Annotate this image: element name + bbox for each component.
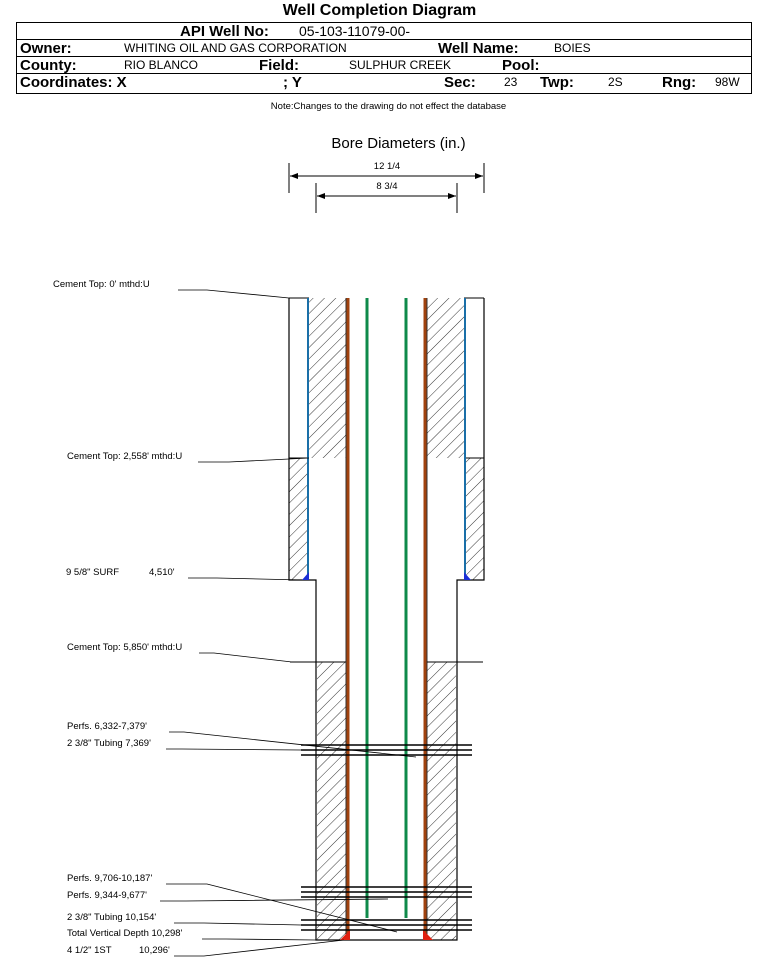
bore-outer-label: 12 1/4: [374, 161, 400, 172]
surface-casing-shoe-right: [464, 572, 471, 580]
cement-fill: [289, 298, 484, 940]
label-production-casing-depth: 10,296': [139, 945, 170, 956]
sec-label: Sec:: [444, 74, 476, 91]
cement-surface-inner-left: [309, 298, 346, 458]
owner-label: Owner:: [20, 40, 72, 57]
bore-dimension-inner: 8 3/4: [315, 181, 458, 213]
header-table: API Well No: 05-103-11079-00- Owner: WHI…: [16, 22, 752, 94]
production-casing-shoe-right: [423, 930, 433, 940]
twp-value: 2S: [608, 75, 623, 89]
cement-production-left: [317, 662, 346, 940]
cement-surface-inner-right: [427, 298, 464, 458]
county-row: County: RIO BLANCO Field: SULPHUR CREEK …: [17, 57, 751, 74]
leader-lines: [160, 289, 417, 957]
production-casing-shoe-left: [340, 930, 350, 940]
label-surface-casing-name: 9 5/8" SURF: [66, 567, 119, 578]
owner-value: WHITING OIL AND GAS CORPORATION: [124, 41, 347, 55]
cement-surface-outer-left: [289, 458, 307, 580]
label-production-casing-name: 4 1/2" 1ST: [67, 945, 112, 956]
database-note: Note:Changes to the drawing do not effec…: [270, 101, 507, 112]
api-label: API Well No:: [180, 23, 269, 40]
label-tubing-10154: 2 3/8" Tubing 10,154': [67, 912, 156, 923]
pool-label: Pool:: [502, 57, 540, 74]
label-tubing-7369: 2 3/8" Tubing 7,369': [67, 738, 151, 749]
rng-label: Rng:: [662, 74, 697, 91]
twp-label: Twp:: [540, 74, 574, 91]
cement-surface-outer-right: [466, 458, 484, 580]
production-casing: [340, 298, 433, 940]
bore-diameters-title: Bore Diameters (in.): [331, 135, 466, 152]
perforations-6332: [301, 744, 472, 756]
coordinates-row: Coordinates: X ; Y Sec: 23 Twp: 2S Rng: …: [17, 74, 751, 91]
field-label: Field:: [259, 57, 299, 74]
label-perfs-9706: Perfs. 9,706-10,187': [67, 873, 152, 884]
coordinates-x-label: Coordinates: X: [20, 74, 127, 91]
label-cement-top-5850: Cement Top: 5,850' mthd:U: [67, 642, 182, 653]
rng-value: 98W: [715, 75, 740, 89]
county-label: County:: [20, 57, 77, 74]
perforations-9706: [301, 919, 472, 931]
county-value: RIO BLANCO: [124, 58, 199, 72]
surface-casing-shoe-left: [302, 572, 309, 580]
label-cement-top-0: Cement Top: 0' mthd:U: [53, 279, 150, 290]
tubing: [365, 298, 408, 918]
sec-value: 23: [504, 75, 518, 89]
label-cement-top-2558: Cement Top: 2,558' mthd:U: [67, 451, 182, 462]
label-surface-casing-depth: 4,510': [149, 567, 175, 578]
field-value: SULPHUR CREEK: [349, 58, 452, 72]
well-name-value: BOIES: [554, 41, 591, 55]
bore-inner-label: 8 3/4: [376, 181, 397, 192]
perforations-9344: [301, 886, 472, 898]
cement-production-right: [427, 662, 456, 940]
bore-dimension-outer: 12 1/4: [288, 161, 485, 193]
label-perfs-6332: Perfs. 6,332-7,379': [67, 721, 147, 732]
label-total-vertical-depth: Total Vertical Depth 10,298': [67, 928, 183, 939]
owner-row: Owner: WHITING OIL AND GAS CORPORATION W…: [17, 40, 751, 57]
surface-casing: [302, 298, 471, 580]
diagram-title: Well Completion Diagram: [282, 2, 477, 19]
well-name-label: Well Name:: [438, 40, 519, 57]
coordinates-y-label: ; Y: [283, 74, 302, 91]
label-perfs-9344: Perfs. 9,344-9,677': [67, 890, 147, 901]
api-row: API Well No: 05-103-11079-00-: [17, 23, 751, 40]
api-value: 05-103-11079-00-: [299, 23, 411, 39]
